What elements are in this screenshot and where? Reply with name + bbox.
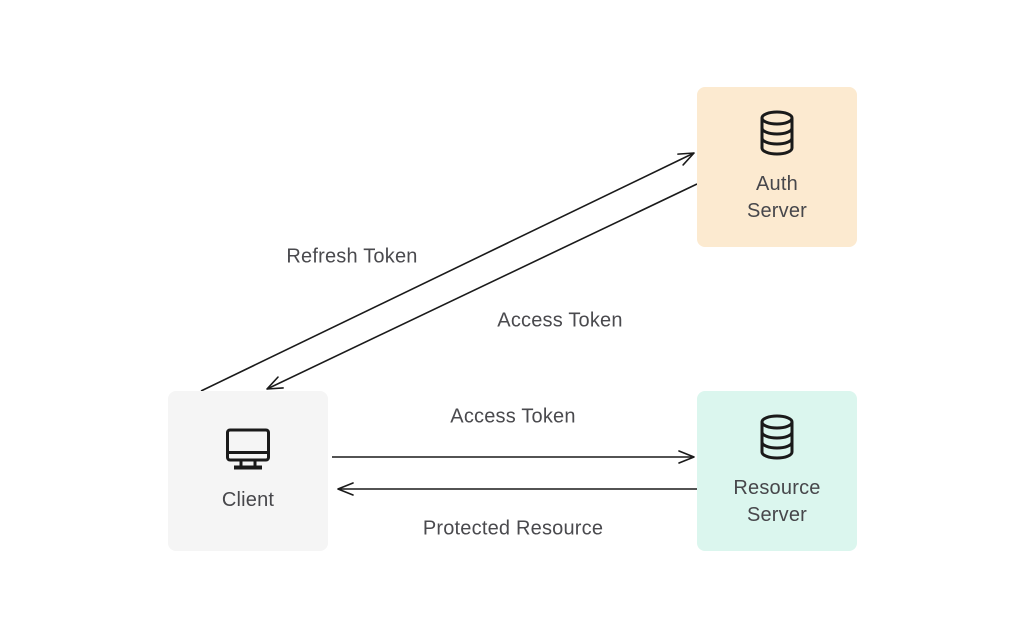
database-icon (760, 414, 794, 459)
resource-server-label: Resource Server (733, 476, 821, 526)
access-token-resource-label: Access Token (450, 405, 576, 428)
node-client: Client (168, 391, 328, 551)
client-label: Client (221, 489, 275, 511)
node-auth-server: Auth Server (697, 87, 857, 247)
arrow-refresh-token (200, 152, 695, 392)
protected-resource-label: Protected Resource (422, 517, 604, 540)
database-icon (760, 110, 794, 155)
monitor-icon (226, 428, 270, 470)
arrow-access-token-to-client (266, 183, 698, 390)
refresh-token-label: Refresh Token (286, 245, 418, 268)
auth-server-label: Auth Server (746, 172, 808, 222)
node-resource-server: Resource Server (697, 391, 857, 551)
access-token-auth-label: Access Token (497, 309, 623, 332)
